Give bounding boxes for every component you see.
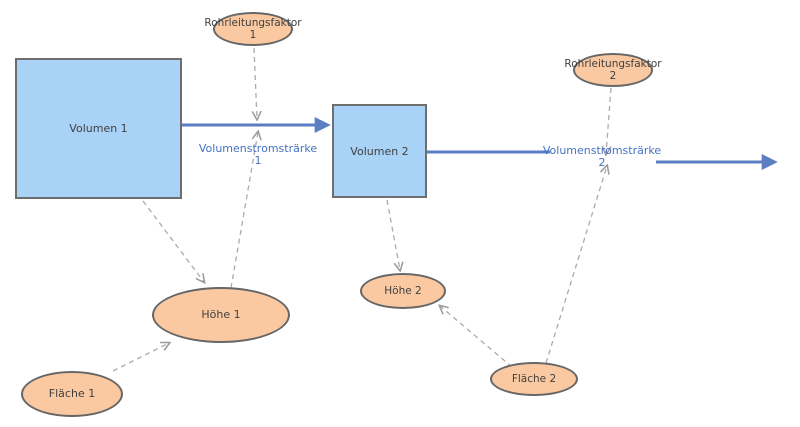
- flow-1-label-text: Volumenstromsträrke: [198, 142, 318, 155]
- stock-volumen-1[interactable]: Volumen 1: [15, 58, 182, 199]
- variable-hoehe-1-label: Höhe 1: [201, 308, 241, 321]
- stock-volumen-1-label: Volumen 1: [69, 122, 128, 135]
- variable-rohrleitungsfaktor-2-label: Rohrleitungsfaktor: [564, 58, 662, 70]
- variable-hoehe-1[interactable]: Höhe 1: [152, 287, 290, 343]
- link-flaeche2-to-hoehe2[interactable]: [440, 306, 513, 368]
- variable-flaeche-2[interactable]: Fläche 2: [490, 362, 578, 396]
- link-flaeche1-to-hoehe1[interactable]: [112, 343, 169, 372]
- variable-rohrleitungsfaktor-1[interactable]: Rohrleitungsfaktor 1: [204, 12, 302, 46]
- flow-2-label-sub: 2: [598, 156, 606, 169]
- link-volumen2-to-hoehe2[interactable]: [386, 199, 400, 270]
- variable-flaeche-2-label: Fläche 2: [511, 373, 557, 385]
- link-rohrleitungsfaktor1-to-flow1[interactable]: [254, 47, 257, 119]
- variable-hoehe-2-label: Höhe 2: [384, 285, 422, 297]
- flow-volumenstromstraerke-2-label[interactable]: Volumenstromsträrke 2: [542, 145, 662, 169]
- stock-volumen-2[interactable]: Volumen 2: [332, 104, 427, 198]
- link-volumen1-to-hoehe1[interactable]: [142, 200, 204, 282]
- variable-hoehe-2[interactable]: Höhe 2: [360, 273, 446, 309]
- flow-volumenstromstraerke-1-label[interactable]: Volumenstromsträrke 1: [198, 143, 318, 167]
- variable-rohrleitungsfaktor-2-sub: 2: [609, 70, 617, 82]
- variable-rohrleitungsfaktor-1-label: Rohrleitungsfaktor: [204, 17, 302, 29]
- variable-flaeche-1[interactable]: Fläche 1: [21, 371, 123, 417]
- link-flaeche2-to-flow2[interactable]: [545, 166, 607, 364]
- flow-1-label-sub: 1: [254, 154, 262, 167]
- stock-volumen-2-label: Volumen 2: [350, 144, 409, 158]
- flow-2-label-text: Volumenstromsträrke: [542, 144, 662, 157]
- variable-flaeche-1-label: Fläche 1: [48, 387, 96, 400]
- variable-rohrleitungsfaktor-1-sub: 1: [249, 29, 257, 41]
- variable-rohrleitungsfaktor-2[interactable]: Rohrleitungsfaktor 2: [564, 53, 662, 87]
